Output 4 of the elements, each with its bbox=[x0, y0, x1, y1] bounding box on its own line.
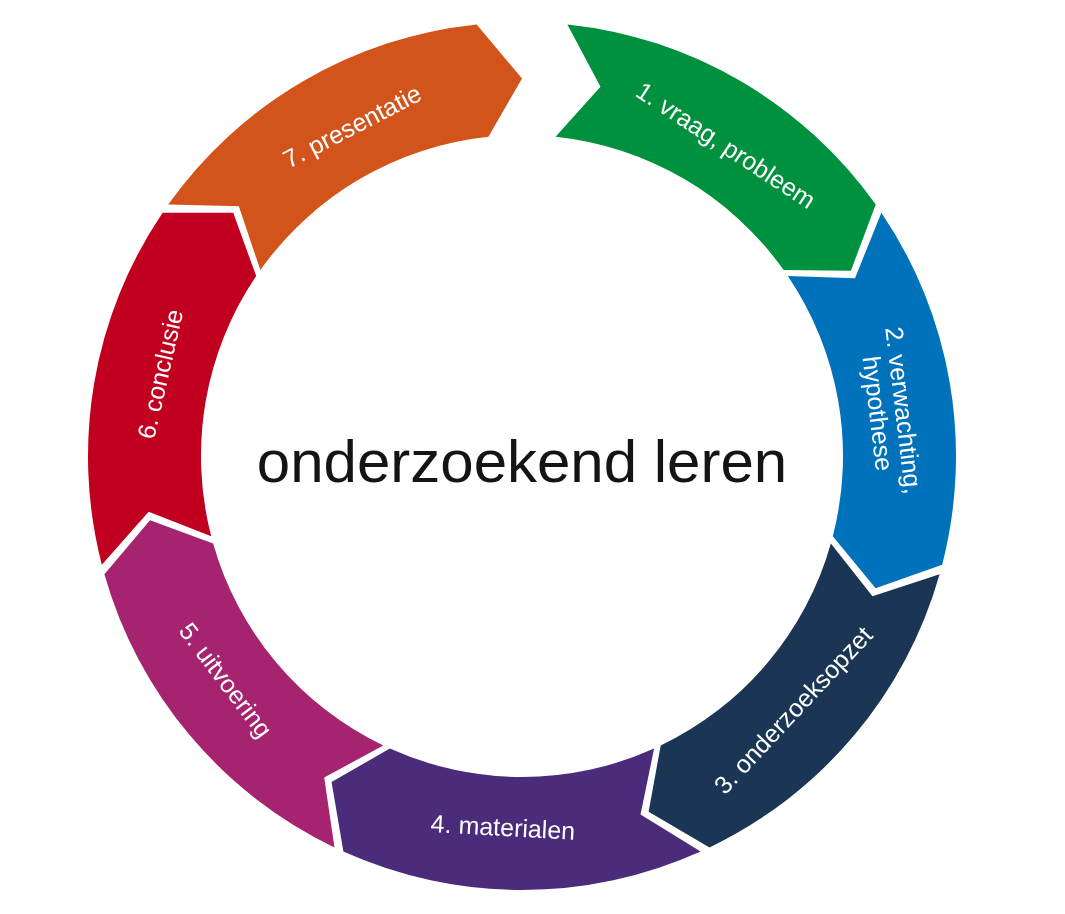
step-label: 4. materialen bbox=[429, 810, 576, 844]
center-title: onderzoekend leren bbox=[256, 429, 788, 495]
step-label: 2. verwachting, hypothese bbox=[856, 324, 929, 498]
step-label: 6. conclusie bbox=[132, 306, 188, 441]
